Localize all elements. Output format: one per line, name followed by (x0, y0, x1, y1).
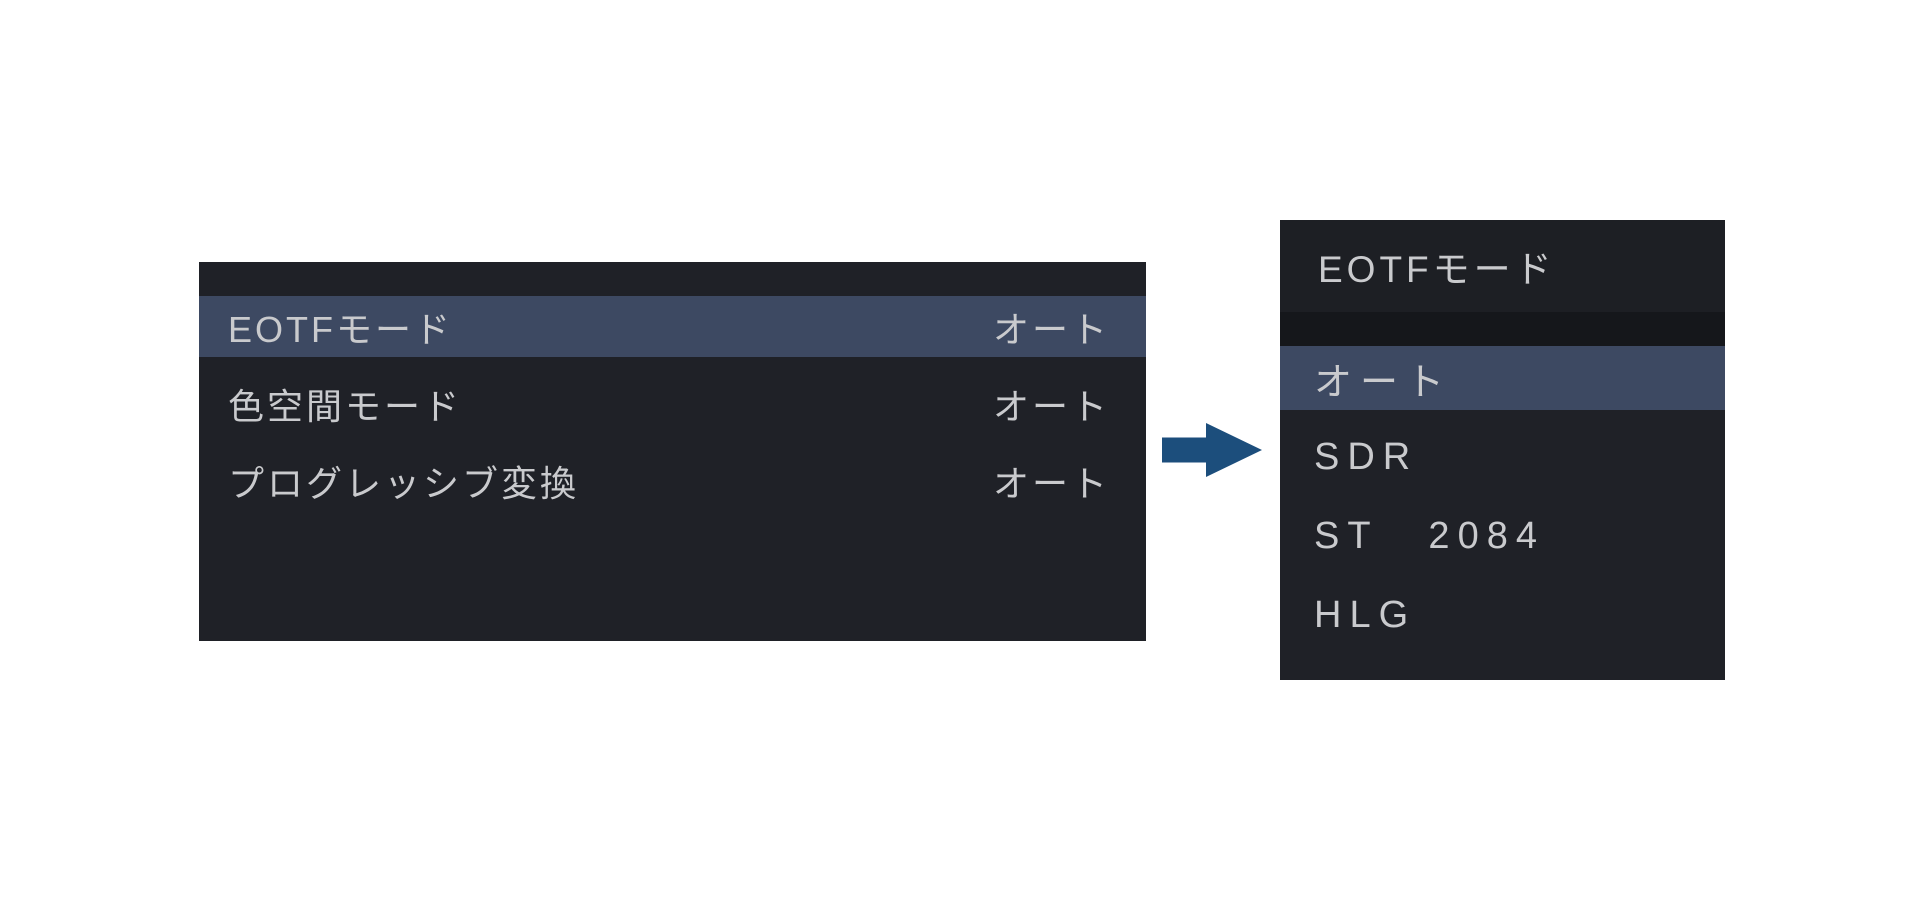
menu-item-label: EOTFモード (228, 308, 453, 350)
dropdown-separator (1280, 312, 1725, 346)
menu-item-progressive-conversion[interactable]: プログレッシブ変換 オート (199, 450, 1146, 511)
menu-item-value: オート (992, 385, 1110, 427)
transition-arrow (1162, 421, 1262, 479)
menu-item-value: オート (992, 308, 1110, 350)
eotf-dropdown-panel: EOTFモード オート SDR ST 2084 HLG (1280, 220, 1725, 680)
dropdown-title: EOTFモード (1280, 220, 1725, 312)
right-arrow-icon (1162, 423, 1262, 477)
menu-item-color-space-mode[interactable]: 色空間モード オート (199, 373, 1146, 434)
dropdown-options-list: オート SDR ST 2084 HLG (1280, 346, 1725, 647)
option-hlg[interactable]: HLG (1314, 593, 1417, 636)
menu-item-label: 色空間モード (228, 385, 463, 427)
option-st-2084[interactable]: ST 2084 (1314, 514, 1545, 557)
right-arrow-shape (1162, 423, 1262, 477)
menu-item-value: オート (992, 462, 1110, 504)
menu-item-eotf-mode[interactable]: EOTFモード オート (199, 296, 1146, 357)
option-auto[interactable]: オート (1280, 346, 1725, 410)
settings-menu-panel: EOTFモード オート 色空間モード オート プログレッシブ変換 オート (199, 262, 1146, 641)
option-sdr[interactable]: SDR (1314, 435, 1419, 478)
menu-item-label: プログレッシブ変換 (228, 462, 580, 504)
